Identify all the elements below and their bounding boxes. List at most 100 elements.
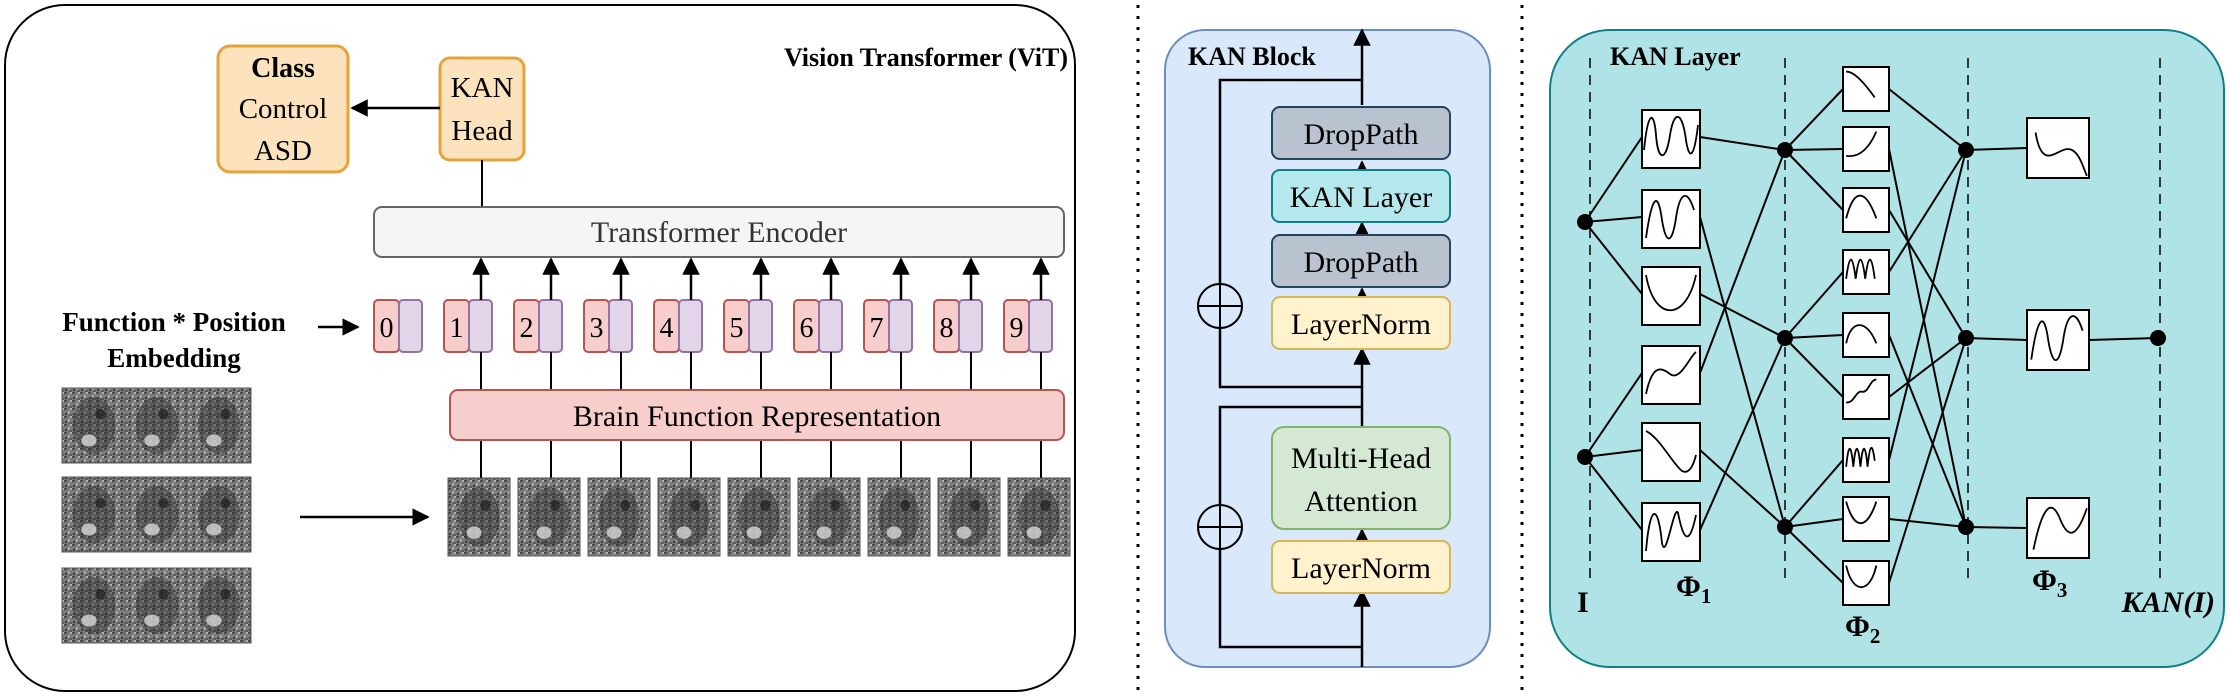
token-label: 4 [660, 313, 674, 344]
network-node [1577, 449, 1593, 465]
brain-grid-image [186, 567, 252, 644]
brain-grid-image [124, 476, 190, 553]
network-node [1777, 330, 1793, 346]
token-0: 0 [373, 299, 423, 353]
residual-add-top [1197, 283, 1243, 329]
brain-grid-image [124, 387, 190, 464]
embedding-label-line2: Embedding [107, 343, 241, 373]
brain-patch-image [517, 477, 581, 557]
token-8: 8 [933, 299, 983, 353]
phi3-label: Φ3 [2032, 564, 2067, 602]
edge [1584, 449, 1643, 458]
vit-title: Vision Transformer (ViT) [784, 43, 1068, 72]
embedding-label-line1: Function * Position [62, 307, 286, 337]
edge [1699, 149, 1786, 374]
input-label: I [1577, 586, 1589, 619]
network-node [1958, 142, 1974, 158]
network-node [1777, 142, 1793, 158]
token-label: 0 [380, 313, 394, 344]
edge [1965, 147, 2028, 151]
edge [1784, 334, 1844, 339]
phi2-function-box [1842, 437, 1890, 483]
phi2-function-box [1842, 496, 1890, 542]
kan-layer-box [1271, 169, 1451, 223]
brain-function-box [449, 389, 1065, 441]
class-box [216, 44, 350, 174]
brain-grid-image [61, 387, 127, 464]
edge [1784, 337, 1844, 398]
phi2-function-box [1842, 249, 1890, 295]
edge [1584, 372, 1643, 458]
edge [1888, 337, 1967, 584]
token-label: 1 [450, 313, 464, 344]
edge [1784, 148, 1844, 151]
edge [1888, 88, 1967, 151]
brain-patch-image [937, 477, 1001, 557]
phi2-function-box [1842, 187, 1890, 233]
attention-line2: Attention [1304, 485, 1417, 518]
droppath-top-box [1271, 106, 1451, 160]
edge [1584, 216, 1643, 223]
phi1-function-box [1641, 189, 1701, 249]
edge [1965, 337, 2028, 341]
phi1-label: Φ1 [1676, 570, 1711, 608]
edge [1888, 334, 1967, 528]
class-asd-label: ASD [254, 135, 312, 167]
edge [1888, 149, 1967, 461]
output-label: KAN(I) [2121, 586, 2215, 619]
brain-patch-image [657, 477, 721, 557]
network-node [1958, 519, 1974, 535]
phi2-function-box [1842, 374, 1890, 420]
droppath-bottom-box [1271, 234, 1451, 288]
kan-head-line2: Head [451, 115, 513, 147]
brain-patch-image [587, 477, 651, 557]
transformer-encoder-box [373, 206, 1065, 258]
token-label: 2 [520, 313, 534, 344]
token-label: 6 [800, 313, 814, 344]
brain-patch-image [797, 477, 861, 557]
edge [1699, 293, 1786, 339]
kan-block-title: KAN Block [1188, 42, 1316, 71]
edge [1784, 459, 1844, 528]
attention-box [1271, 426, 1451, 530]
layernorm-bottom-label: LayerNorm [1291, 552, 1431, 585]
token-5: 5 [723, 299, 773, 353]
phi2-function-box [1842, 126, 1890, 172]
token-1: 1 [443, 299, 493, 353]
class-label: Class [251, 53, 315, 84]
edge [1888, 148, 1967, 528]
layernorm-top-label: LayerNorm [1291, 308, 1431, 341]
edge [1699, 337, 1786, 531]
phi3-function-box [2026, 309, 2090, 371]
phi3-function-box [2026, 117, 2090, 179]
token-2: 2 [513, 299, 563, 353]
network-node [1577, 214, 1593, 230]
network-node [1958, 330, 1974, 346]
phi3-function-box [2026, 497, 2090, 559]
droppath-top-label: DropPath [1304, 118, 1419, 151]
phi2-function-box [1842, 66, 1890, 112]
class-control-label: Control [239, 93, 328, 125]
edge [1784, 518, 1844, 528]
phi1-function-box [1641, 345, 1701, 405]
edge [1699, 136, 1786, 151]
token-label: 9 [1010, 313, 1024, 344]
brain-patch-image [1007, 477, 1071, 557]
transformer-encoder-label: Transformer Encoder [591, 216, 847, 249]
phi1-function-box [1641, 109, 1701, 169]
edge [1888, 209, 1967, 339]
token-4: 4 [653, 299, 703, 353]
phi1-function-box [1641, 266, 1701, 326]
brain-grid-image [61, 476, 127, 553]
network-node [1777, 519, 1793, 535]
layernorm-top-box [1271, 296, 1451, 350]
brain-patch-image [447, 477, 511, 557]
edge [1699, 216, 1786, 528]
brain-grid-image [186, 387, 252, 464]
token-6: 6 [793, 299, 843, 353]
residual-add-bottom [1197, 504, 1243, 550]
edge [1888, 149, 1967, 273]
token-7: 7 [863, 299, 913, 353]
brain-function-label: Brain Function Representation [573, 400, 941, 433]
